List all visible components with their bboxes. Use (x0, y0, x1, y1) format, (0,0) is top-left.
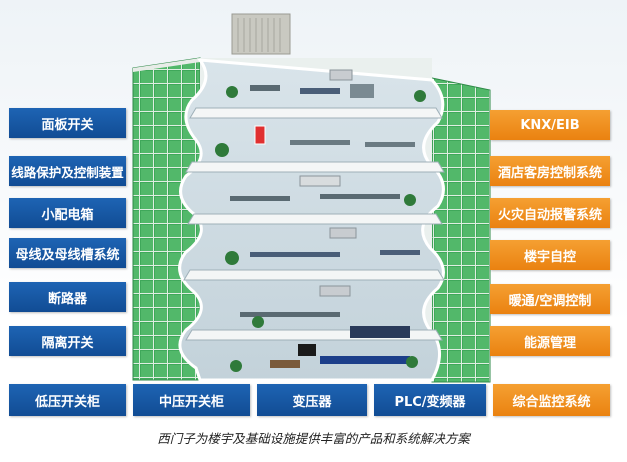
label-transformer: 变压器 (257, 384, 367, 416)
label-low-voltage-switchgear: 低压开关柜 (9, 384, 126, 416)
label-medium-voltage-switchgear: 中压开关柜 (133, 384, 250, 416)
label-hotel-room-control: 酒店客房控制系统 (490, 156, 610, 186)
label-hvac-control: 暖通/空调控制 (490, 284, 610, 314)
floor-slabs (183, 107, 445, 341)
indoor-plants (215, 86, 426, 372)
label-integrated-monitoring: 综合监控系统 (493, 384, 610, 416)
label-energy-management: 能源管理 (490, 326, 610, 356)
label-plc-frequency-converter: PLC/变频器 (374, 384, 486, 416)
label-knx-eib: KNX/EIB (490, 110, 610, 140)
label-fire-alarm: 火灾自动报警系统 (490, 198, 610, 228)
label-distribution-box: 小配电箱 (9, 198, 126, 228)
label-circuit-protection: 线路保护及控制装置 (9, 156, 126, 186)
label-circuit-breaker: 断路器 (9, 282, 126, 312)
office-furniture (230, 69, 420, 368)
label-panel-switch: 面板开关 (9, 108, 126, 138)
rooftop-unit (231, 13, 291, 55)
figure-caption: 西门子为楼宇及基础设施提供丰富的产品和系统解决方案 (157, 431, 470, 446)
label-busbar-system: 母线及母线槽系统 (9, 238, 126, 268)
label-isolating-switch: 隔离开关 (9, 326, 126, 356)
right-glass-facade (431, 77, 491, 383)
label-building-automation: 楼宇自控 (490, 240, 610, 270)
